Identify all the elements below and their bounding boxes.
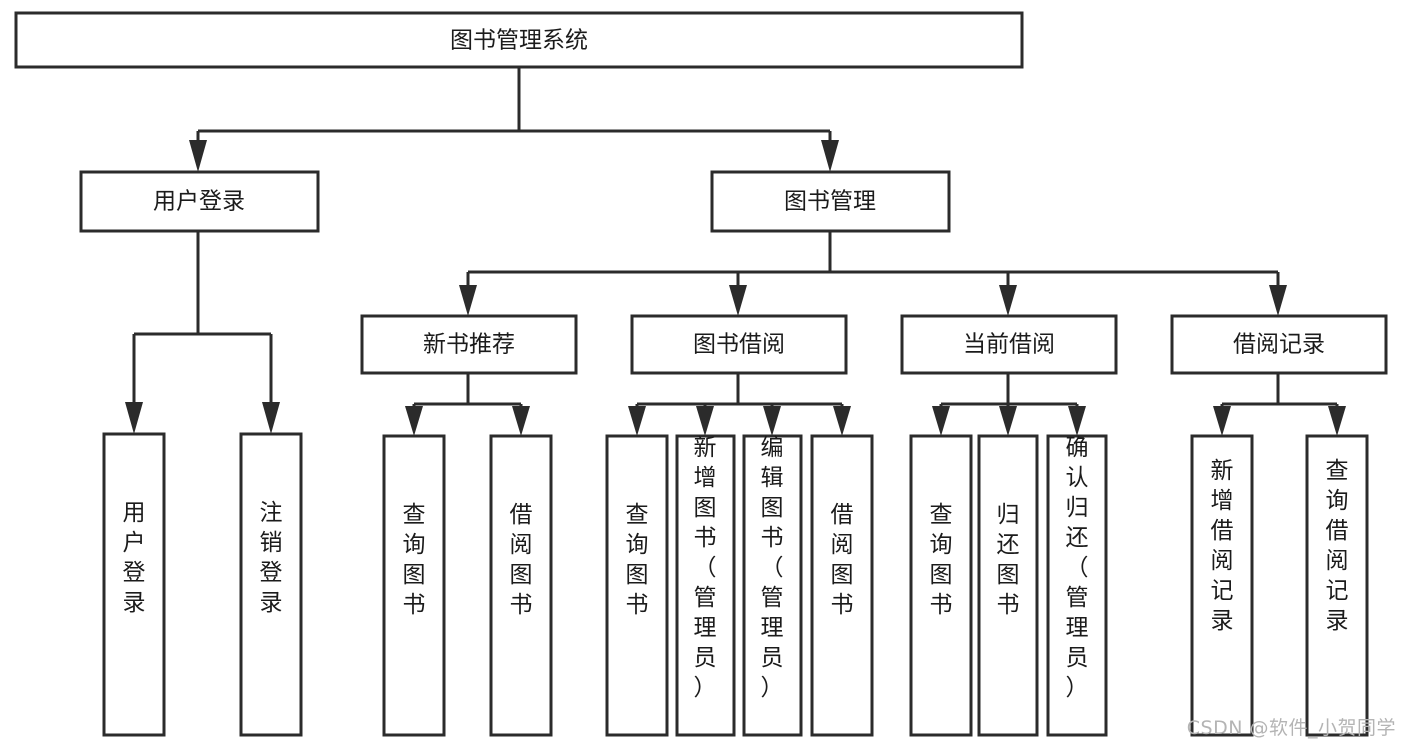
arrow-head-leaf-query-book-2 xyxy=(628,406,646,436)
node-leaf-user-login-box[interactable] xyxy=(102,432,166,737)
node-leaf-borrow-book-1-label: 借阅图书 xyxy=(510,502,533,618)
node-book-borrow[interactable]: 图书借阅 xyxy=(630,314,848,375)
node-leaf-logout-login[interactable]: 注销登录 xyxy=(239,432,303,737)
node-current-borrow[interactable]: 当前借阅 xyxy=(900,314,1118,375)
node-leaf-user-login[interactable]: 用户登录 xyxy=(102,432,166,737)
node-leaf-edit-book[interactable]: 编辑图书（管理员） xyxy=(742,434,803,737)
node-leaf-logout-login-label: 注销登录 xyxy=(260,500,283,616)
node-leaf-query-book-3-box[interactable] xyxy=(909,434,973,737)
arrow-head-leaf-query-book-3 xyxy=(932,406,950,436)
node-borrow-record-box[interactable] xyxy=(1170,314,1388,375)
node-leaf-add-record-label: 新增借阅记录 xyxy=(1211,458,1234,634)
node-current-borrow-box[interactable] xyxy=(900,314,1118,375)
node-leaf-query-book-1-label: 查询图书 xyxy=(403,502,426,618)
connectors-book-borrow-to-leaves xyxy=(628,373,851,436)
node-leaf-edit-book-box[interactable] xyxy=(742,434,803,737)
node-root-box[interactable] xyxy=(14,11,1024,69)
node-leaf-return-book-label: 归还图书 xyxy=(997,502,1020,618)
node-current-borrow-label: 当前借阅 xyxy=(963,332,1055,358)
node-leaf-logout-login-box[interactable] xyxy=(239,432,303,737)
node-leaf-confirm-return[interactable]: 确认归还（管理员） xyxy=(1046,434,1108,737)
arrow-head-leaf-return-book xyxy=(999,406,1017,436)
arrow-head-leaf-logout-login xyxy=(262,402,280,434)
node-leaf-query-book-1-box[interactable] xyxy=(382,434,446,737)
arrow-head-leaf-borrow-book-1 xyxy=(512,406,530,436)
node-book-borrow-label: 图书借阅 xyxy=(693,332,785,358)
node-new-book-recommend-label: 新书推荐 xyxy=(423,332,515,358)
csdn-watermark: CSDN @软件_小贺同学 xyxy=(1186,717,1396,739)
arrow-head-leaf-add-book xyxy=(696,406,714,436)
node-user-login-box[interactable] xyxy=(79,170,320,233)
node-new-book-recommend[interactable]: 新书推荐 xyxy=(360,314,578,375)
node-new-book-recommend-box[interactable] xyxy=(360,314,578,375)
arrow-head-leaf-user-login xyxy=(125,402,143,434)
node-leaf-query-book-1[interactable]: 查询图书 xyxy=(382,434,446,737)
node-leaf-query-book-3[interactable]: 查询图书 xyxy=(909,434,973,737)
arrow-head-user-login xyxy=(189,140,207,172)
node-leaf-query-book-2[interactable]: 查询图书 xyxy=(605,434,669,737)
arrow-head-leaf-edit-book xyxy=(763,406,781,436)
arrow-head-leaf-confirm-return xyxy=(1068,406,1086,436)
node-leaf-user-login-label: 用户登录 xyxy=(123,500,146,616)
node-leaf-confirm-return-box[interactable] xyxy=(1046,434,1108,737)
node-borrow-record-label: 借阅记录 xyxy=(1233,332,1325,358)
node-leaf-query-record[interactable]: 查询借阅记录 xyxy=(1305,434,1369,737)
node-leaf-add-record-box[interactable] xyxy=(1190,434,1254,737)
arrow-head-borrow-record xyxy=(1269,285,1287,316)
node-leaf-borrow-book-2-box[interactable] xyxy=(810,434,874,737)
node-root-label: 图书管理系统 xyxy=(450,28,588,54)
node-leaf-add-book-label: 新增图书（管理员） xyxy=(694,435,717,701)
node-book-management[interactable]: 图书管理 xyxy=(710,170,951,233)
node-book-borrow-box[interactable] xyxy=(630,314,848,375)
node-user-login-label: 用户登录 xyxy=(153,189,245,215)
node-leaf-add-record[interactable]: 新增借阅记录 xyxy=(1190,434,1254,737)
node-book-management-box[interactable] xyxy=(710,170,951,233)
node-leaf-query-book-2-box[interactable] xyxy=(605,434,669,737)
node-leaf-add-book[interactable]: 新增图书（管理员） xyxy=(675,434,736,737)
node-leaf-borrow-book-1[interactable]: 借阅图书 xyxy=(489,434,553,737)
node-leaf-query-book-2-label: 查询图书 xyxy=(626,502,649,618)
connectors-book-management-to-level2 xyxy=(459,231,1287,316)
node-user-login[interactable]: 用户登录 xyxy=(79,170,320,233)
node-leaf-query-record-box[interactable] xyxy=(1305,434,1369,737)
connectors-root-to-level1 xyxy=(189,67,839,172)
node-leaf-return-book-box[interactable] xyxy=(977,434,1039,737)
arrow-head-book-borrow xyxy=(729,285,747,316)
arrow-head-new-book-recommend xyxy=(459,285,477,316)
node-leaf-query-record-label: 查询借阅记录 xyxy=(1326,458,1349,634)
arrow-head-current-borrow xyxy=(999,285,1017,316)
node-leaf-borrow-book-1-box[interactable] xyxy=(489,434,553,737)
connectors-current-borrow-to-leaves xyxy=(932,373,1086,436)
connectors-borrow-record-to-leaves xyxy=(1213,373,1346,436)
arrow-head-leaf-add-record xyxy=(1213,406,1231,436)
node-leaf-add-book-box[interactable] xyxy=(675,434,736,737)
node-leaf-confirm-return-label: 确认归还（管理员） xyxy=(1066,435,1089,701)
node-leaf-query-book-3-label: 查询图书 xyxy=(930,502,953,618)
arrow-head-leaf-query-book-1 xyxy=(405,406,423,436)
node-leaf-return-book[interactable]: 归还图书 xyxy=(977,434,1039,737)
node-borrow-record[interactable]: 借阅记录 xyxy=(1170,314,1388,375)
node-root[interactable]: 图书管理系统 xyxy=(14,11,1024,69)
arrow-head-book-management xyxy=(821,140,839,172)
node-leaf-borrow-book-2-label: 借阅图书 xyxy=(831,502,854,618)
arrow-head-leaf-borrow-book-2 xyxy=(833,406,851,436)
arrow-head-leaf-query-record xyxy=(1328,406,1346,436)
node-book-management-label: 图书管理 xyxy=(784,189,876,215)
node-leaf-edit-book-label: 编辑图书（管理员） xyxy=(761,435,784,701)
connectors-new-book-recommend-to-leaves xyxy=(405,373,530,436)
connectors-user-login-to-leaves xyxy=(125,231,280,434)
node-leaf-borrow-book-2[interactable]: 借阅图书 xyxy=(810,434,874,737)
